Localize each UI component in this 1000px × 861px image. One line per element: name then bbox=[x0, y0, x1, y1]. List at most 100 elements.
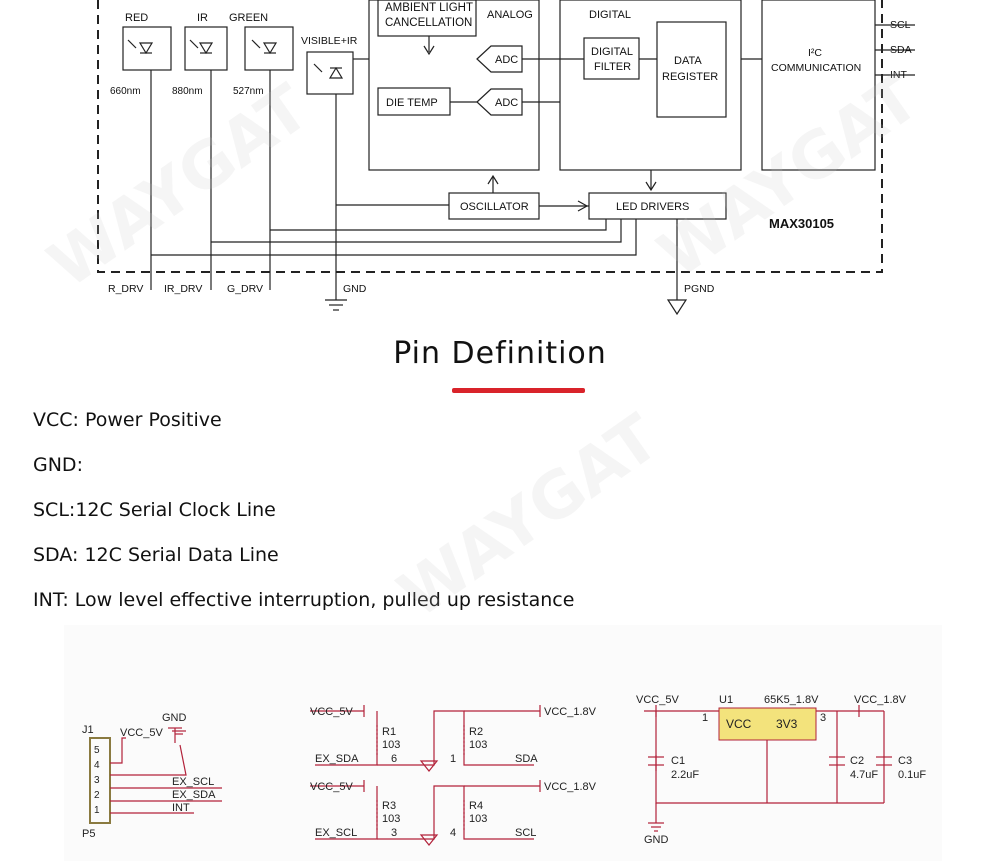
connector-pin-2: 2 bbox=[94, 790, 100, 801]
pin-sda: SDA: 12C Serial Data Line bbox=[33, 544, 279, 566]
net-ex-scl: EX_SCL bbox=[172, 776, 214, 788]
sda-out-label: SDA bbox=[515, 753, 538, 765]
analog-label: ANALOG bbox=[487, 9, 533, 21]
page-title: Pin Definition bbox=[393, 336, 607, 371]
shifter-vcc18-bottom: VCC_1.8V bbox=[544, 781, 597, 793]
data-register-box bbox=[656, 21, 727, 118]
title-underline bbox=[452, 388, 585, 393]
i2c-block bbox=[761, 0, 876, 171]
c2-label: C2 bbox=[850, 755, 864, 767]
connector-ref2: P5 bbox=[82, 828, 95, 840]
shifter-vcc5-bottom: VCC_5V bbox=[310, 781, 353, 793]
reg-pin3: 3 bbox=[820, 712, 826, 724]
pin-scl: SCL:12C Serial Clock Line bbox=[33, 499, 276, 521]
r4-value: 103 bbox=[469, 813, 487, 825]
chip-name: MAX30105 bbox=[769, 216, 834, 231]
connector-ref: J1 bbox=[82, 724, 94, 736]
led-ir-label: IR bbox=[197, 12, 208, 24]
digital-filter-label-1: DIGITAL bbox=[591, 46, 633, 58]
c2-value: 4.7uF bbox=[850, 769, 878, 781]
pin-definition-list: VCC: Power Positive GND: SCL:12C Serial … bbox=[33, 410, 574, 635]
ex-scl-label: EX_SCL bbox=[315, 827, 357, 839]
pin-irdrv-label: IR_DRV bbox=[164, 283, 202, 295]
pin-gnd-label: GND bbox=[343, 283, 367, 295]
r1-value: 103 bbox=[382, 739, 400, 751]
led-red-wavelength: 660nm bbox=[110, 86, 141, 97]
digital-block bbox=[559, 0, 742, 171]
ambient-light-label-2: CANCELLATION bbox=[385, 17, 472, 29]
oscillator-label: OSCILLATOR bbox=[460, 201, 529, 213]
pin-int: INT: Low level effective interruption, p… bbox=[33, 589, 575, 611]
connector-pin-5: 5 bbox=[94, 745, 100, 756]
regulator-chip bbox=[718, 707, 817, 741]
die-temp-label: DIE TEMP bbox=[386, 97, 438, 109]
r2-value: 103 bbox=[469, 739, 487, 751]
i2c-label-2: COMMUNICATION bbox=[771, 62, 861, 74]
c3-value: 0.1uF bbox=[898, 769, 926, 781]
led-ir-wavelength: 880nm bbox=[172, 86, 203, 97]
ex-sda-label: EX_SDA bbox=[315, 753, 359, 765]
led-green-label: GREEN bbox=[229, 12, 268, 24]
adc-label-1: ADC bbox=[495, 54, 518, 66]
pin-int-label: INT bbox=[890, 69, 908, 81]
reg-pin1: 1 bbox=[702, 712, 708, 724]
r4-label: R4 bbox=[469, 800, 483, 812]
connector-pin-1: 1 bbox=[94, 805, 100, 816]
pin-gdrv-label: G_DRV bbox=[227, 283, 263, 295]
adc-label-2: ADC bbox=[495, 97, 518, 109]
pin-pgnd-label: PGND bbox=[684, 283, 715, 295]
pin-rdrv-label: R_DRV bbox=[108, 283, 143, 295]
photodiode-box bbox=[306, 51, 354, 95]
data-register-label-1: DATA bbox=[674, 55, 702, 67]
connector-pin-4: 4 bbox=[94, 760, 100, 771]
schematic: J1 P5 VCC_5V GND 5 4 3 2 1 EX_SCL EX_SDA… bbox=[64, 625, 942, 861]
led-red-label: RED bbox=[125, 12, 148, 24]
scl-out-label: SCL bbox=[515, 827, 536, 839]
pin-scl-label: SCL bbox=[890, 19, 911, 31]
pin-sda-label: SDA bbox=[890, 44, 912, 56]
shifter-pin1: 1 bbox=[450, 753, 456, 765]
pin-gnd: GND: bbox=[33, 454, 83, 476]
reg-ref: U1 bbox=[719, 694, 733, 706]
ir-led-box bbox=[184, 26, 228, 71]
r2-label: R2 bbox=[469, 726, 483, 738]
shifter-pin6: 6 bbox=[391, 753, 397, 765]
red-led-box bbox=[122, 26, 172, 71]
ambient-light-label-1: AMBIENT LIGHT bbox=[385, 2, 473, 14]
digital-label: DIGITAL bbox=[589, 9, 631, 21]
net-ex-sda: EX_SDA bbox=[172, 789, 216, 801]
reg-vcc: VCC bbox=[726, 717, 752, 731]
r3-label: R3 bbox=[382, 800, 396, 812]
connector-pin-3: 3 bbox=[94, 775, 100, 786]
r3-value: 103 bbox=[382, 813, 400, 825]
chip-outline bbox=[97, 0, 883, 273]
shifter-pin3: 3 bbox=[391, 827, 397, 839]
reg-out: 3V3 bbox=[776, 717, 798, 731]
photodiode-label: VISIBLE+IR bbox=[301, 35, 358, 47]
i2c-label-1: I²C bbox=[808, 47, 822, 59]
c3-label: C3 bbox=[898, 755, 912, 767]
shifter-vcc5-top: VCC_5V bbox=[310, 706, 353, 718]
c1-label: C1 bbox=[671, 755, 685, 767]
r1-label: R1 bbox=[382, 726, 396, 738]
net-int: INT bbox=[172, 802, 190, 814]
data-register-label-2: REGISTER bbox=[662, 71, 718, 83]
reg-vin: VCC_5V bbox=[636, 694, 679, 706]
c1-value: 2.2uF bbox=[671, 769, 699, 781]
title-wrap: Pin Definition bbox=[0, 336, 1000, 371]
shifter-pin4: 4 bbox=[450, 827, 456, 839]
shifter-vcc18-top: VCC_1.8V bbox=[544, 706, 597, 718]
led-green-wavelength: 527nm bbox=[233, 86, 264, 97]
reg-vout: VCC_1.8V bbox=[854, 694, 907, 706]
connector-vcc: VCC_5V bbox=[120, 727, 163, 739]
block-diagram: RED IR GREEN 660nm 880nm 527nm VISIBLE+I… bbox=[97, 0, 915, 316]
connector-body bbox=[89, 737, 111, 824]
reg-part: 65K5_1.8V bbox=[764, 694, 819, 706]
pin-vcc: VCC: Power Positive bbox=[33, 409, 222, 431]
green-led-box bbox=[244, 26, 294, 71]
led-drivers-label: LED DRIVERS bbox=[616, 201, 689, 213]
reg-gnd: GND bbox=[644, 834, 669, 846]
connector-gnd: GND bbox=[162, 712, 187, 724]
ambient-light-box bbox=[377, 0, 477, 37]
digital-filter-label-2: FILTER bbox=[594, 61, 631, 73]
